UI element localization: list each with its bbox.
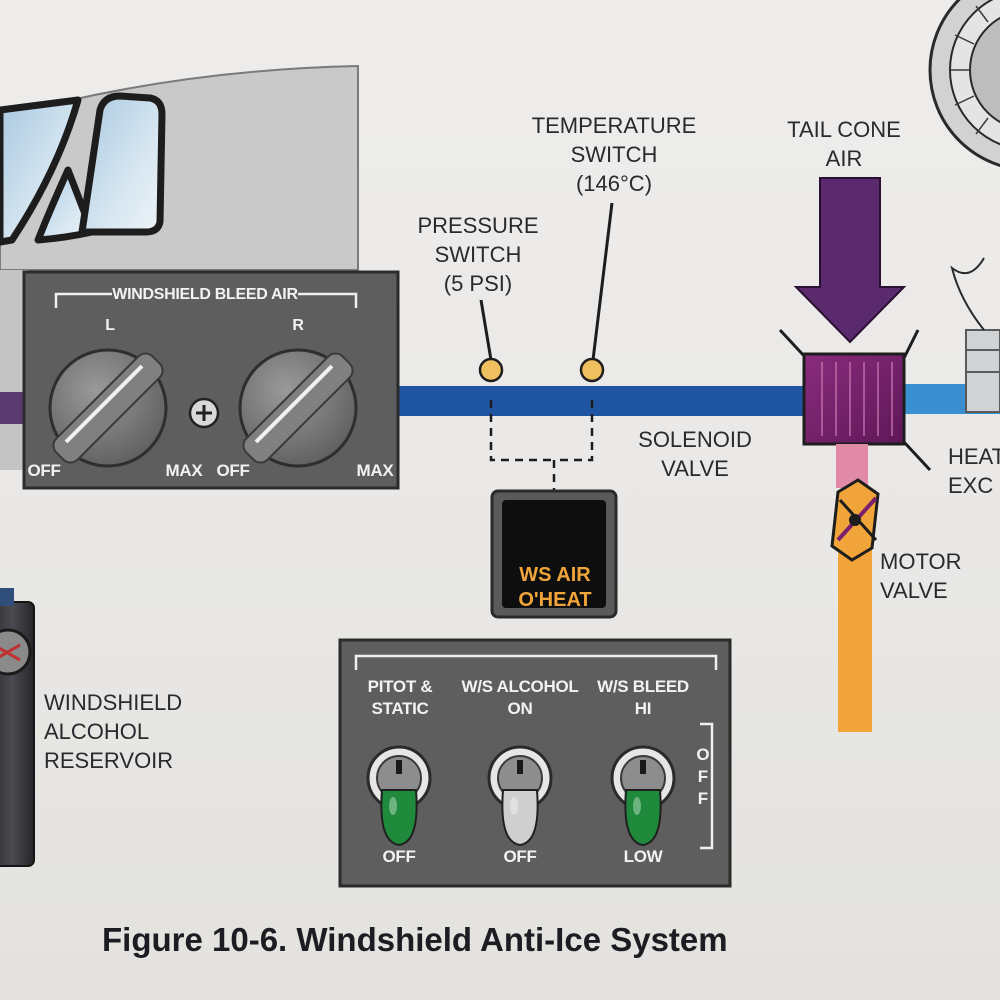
off-bracket xyxy=(700,722,714,850)
pressure-switch-leader xyxy=(479,299,493,361)
pressure-switch-sensor xyxy=(478,357,504,383)
sensor-wiring xyxy=(489,400,594,492)
ws-alcohol-position-label: OFF xyxy=(503,847,537,866)
motor-valve-label: MOTOR VALVE xyxy=(880,549,962,603)
warning-light-lens xyxy=(502,500,606,608)
pitot-static-position-label: OFF xyxy=(382,847,416,866)
left-knob-max-label: MAX xyxy=(165,461,203,480)
bleed-air-duct xyxy=(398,386,818,416)
ws-alcohol-toggle[interactable] xyxy=(487,745,553,847)
windshield-pane-left xyxy=(0,96,82,246)
engine-icon xyxy=(928,0,1000,167)
pressure-switch-label: PRESSURE SWITCH (5 PSI) xyxy=(417,213,539,296)
alcohol-reservoir-icon xyxy=(0,588,35,867)
left-knob-label: L xyxy=(105,317,115,334)
heat-exchanger-label: HEAT EXC xyxy=(948,444,1000,498)
off-side-label: O F F xyxy=(696,745,710,808)
figure-caption: Figure 10-6. Windshield Anti-Ice System xyxy=(102,921,728,958)
alcohol-reservoir-label: WINDSHIELD ALCOHOL RESERVOIR xyxy=(44,690,183,773)
ws-alcohol-switch-label: W/S ALCOHOL ON xyxy=(461,677,579,718)
tail-cone-air-label: TAIL CONE AIR xyxy=(787,117,901,171)
right-bleed-knob xyxy=(238,348,358,468)
motor-valve-duct xyxy=(838,548,872,732)
tail-cone-air-arrow xyxy=(793,177,907,344)
ws-bleed-position-label: LOW xyxy=(623,847,663,866)
temperature-switch-label: TEMPERATURE SWITCH (146°C) xyxy=(531,113,697,196)
windshield-pane-center xyxy=(34,166,96,244)
ws-bleed-toggle[interactable] xyxy=(610,745,676,847)
pitot-static-toggle[interactable] xyxy=(366,745,432,847)
motor-valve-icon xyxy=(830,478,880,562)
ws-air-oheat-light: WS AIR O'HEAT xyxy=(518,564,592,611)
temperature-switch-sensor xyxy=(579,357,605,383)
left-knob-off-label: OFF xyxy=(27,461,61,480)
exchanger-fitting-icon xyxy=(950,257,1000,413)
panel-screw-icon xyxy=(188,397,220,429)
pitot-static-switch-label: PITOT & STATIC xyxy=(367,677,433,718)
bleed-air-panel-title: WINDSHIELD BLEED AIR xyxy=(112,286,298,303)
right-knob-label: R xyxy=(292,317,304,334)
temperature-switch-leader xyxy=(591,202,614,361)
right-knob-max-label: MAX xyxy=(356,461,394,480)
ws-bleed-switch-label: W/S BLEED HI xyxy=(597,677,689,718)
right-knob-off-label: OFF xyxy=(216,461,250,480)
hot-air-duct xyxy=(836,444,868,488)
switch-panel-bracket xyxy=(354,654,718,670)
left-bleed-knob xyxy=(48,348,168,468)
solenoid-valve-label: SOLENOID VALVE xyxy=(638,427,752,481)
fuselage-stripe xyxy=(0,392,28,424)
windshield-pane-right xyxy=(78,92,166,236)
